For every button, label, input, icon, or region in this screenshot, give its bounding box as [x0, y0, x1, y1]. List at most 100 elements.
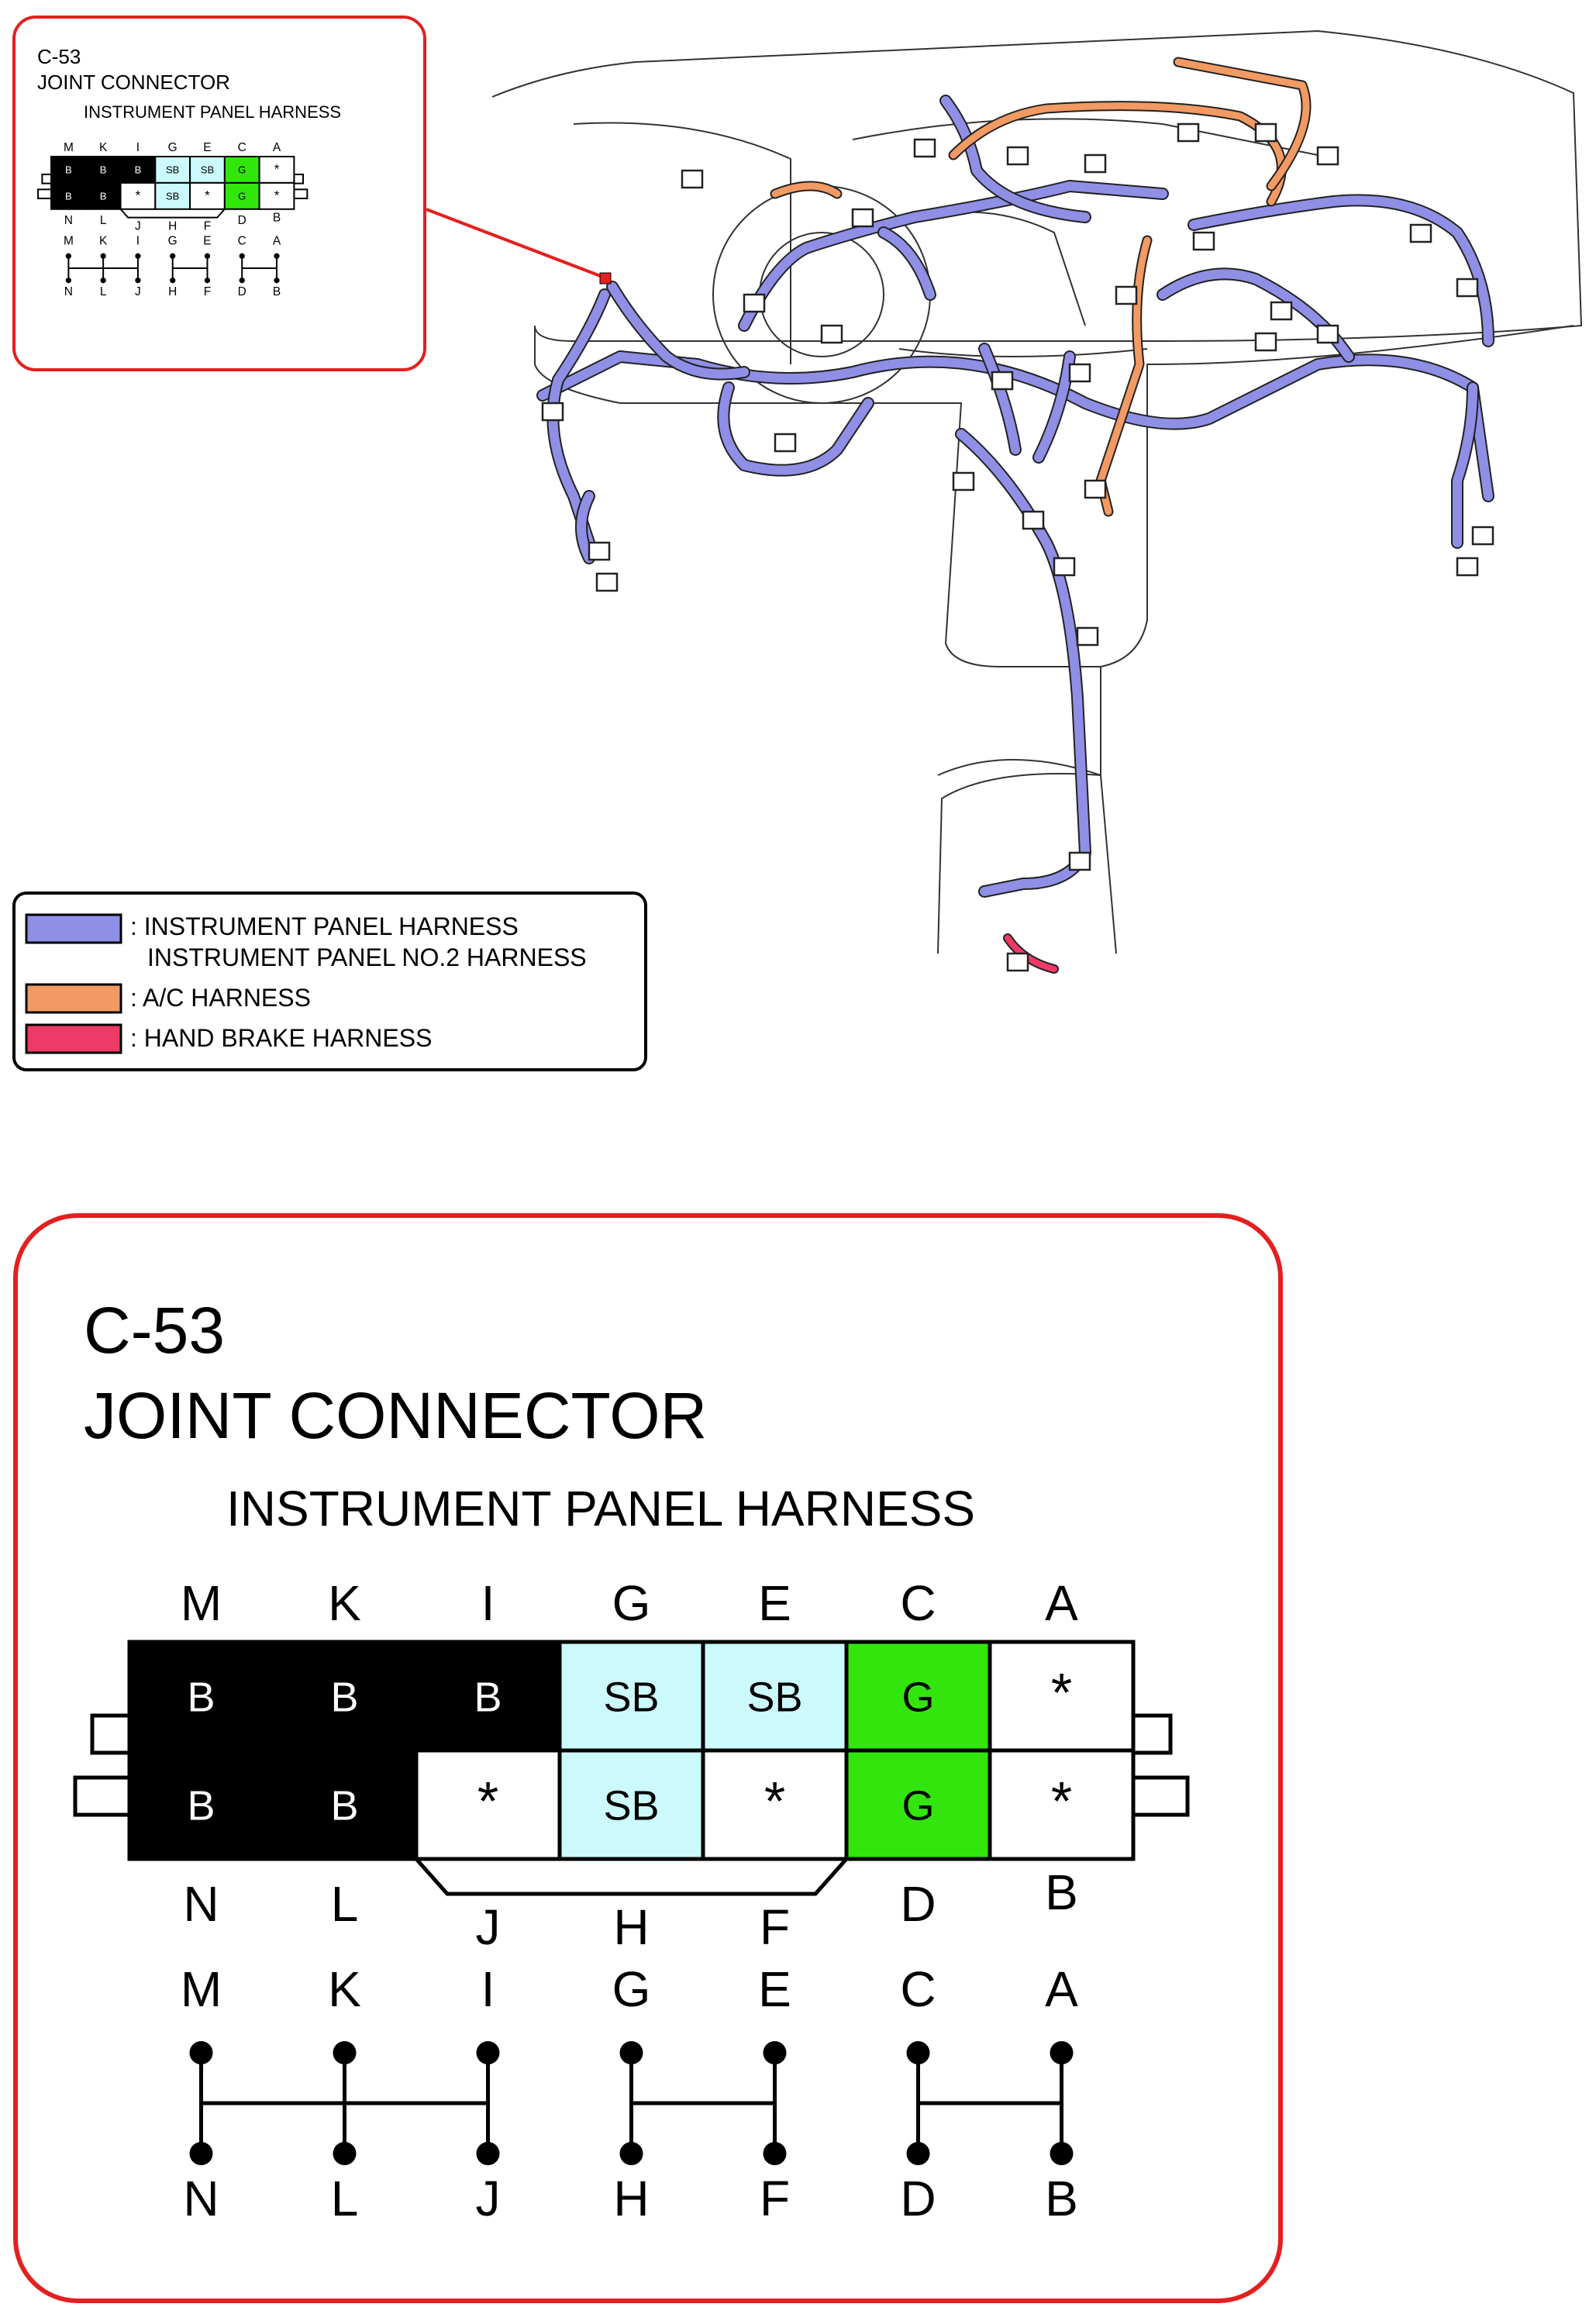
bridge-top-label-c: C [238, 235, 246, 248]
center-console-right [1100, 325, 1574, 667]
bridge-bottom-label-h: H [168, 285, 177, 298]
bridge-node [189, 2142, 213, 2165]
pin-label-n: N [183, 1876, 219, 1932]
legend-item-hb: : HAND BRAKE HARNESS [25, 1023, 432, 1054]
harness-connector [1053, 557, 1076, 577]
pin-color-i: B [135, 164, 142, 176]
bridge-bottom-label-d: D [238, 285, 246, 298]
bridge-top-label-g: G [168, 235, 178, 248]
bridge-node [65, 278, 72, 284]
pin-label-d: D [238, 214, 246, 227]
legend-item-ac: : A/C HARNESS [25, 983, 311, 1014]
bridge-top-label-e: E [203, 235, 211, 248]
bridge-bottom-label-f: F [204, 285, 211, 298]
harness-connector [1254, 332, 1277, 352]
harness-wire [719, 383, 873, 475]
bridge-top-label-i: I [136, 235, 140, 248]
pin-label-a: A [1045, 1575, 1078, 1631]
harness-connector [913, 138, 936, 158]
pin-cell-j [414, 1748, 562, 1861]
bridge-node [619, 2142, 643, 2165]
pin-cell-k [271, 1640, 419, 1753]
harness-connector [541, 402, 564, 422]
pin-label-n: N [64, 214, 73, 227]
small-connector-id: C-53 [37, 45, 81, 68]
bridge-top-label-e: E [758, 1961, 791, 2017]
bridge-node [189, 2041, 213, 2064]
pin-cell-d [223, 181, 260, 210]
harness-wire [1097, 236, 1151, 516]
harness-connector [1456, 278, 1479, 298]
pin-label-b: B [273, 211, 281, 224]
bridge-bottom-label-j: J [135, 285, 141, 298]
harness-connector [588, 541, 611, 561]
pin-color-c: G [238, 164, 246, 176]
ac-harness-lines [770, 57, 1312, 517]
harness-connector [1471, 526, 1494, 546]
connector-left-tab-lower [73, 1775, 132, 1817]
harness-connectors [541, 122, 1494, 972]
connector-right-tab-upper [1131, 1713, 1173, 1755]
pin-label-f: F [760, 1899, 790, 1955]
legend-item-ip: : INSTRUMENT PANEL HARNESS INSTRUMENT PA… [25, 912, 587, 971]
bridge-top-label-k: K [99, 235, 108, 248]
pin-cell-b [988, 1748, 1136, 1861]
pin-label-l: L [331, 1876, 359, 1932]
harness-connector [1270, 301, 1293, 321]
pin-cell-g [557, 1640, 705, 1753]
pin-color-b: * [274, 188, 280, 203]
legend-label-ac: : A/C HARNESS [130, 984, 311, 1012]
pin-color-g: SB [166, 164, 180, 176]
dashboard-outline [491, 29, 1583, 954]
bridge-bottom-label-f: F [760, 2171, 790, 2226]
pin-label-k: K [328, 1575, 361, 1631]
pin-color-a: * [274, 162, 280, 177]
bridge-node [170, 278, 176, 284]
pin-cell-e [189, 156, 226, 184]
pin-cell-l [271, 1748, 419, 1861]
connector-left-tab-lower [37, 188, 53, 199]
bridge-node [619, 2041, 643, 2064]
bridge-bottom-label-l: L [331, 2171, 359, 2226]
harness-connector [1316, 324, 1339, 344]
bridge-node [204, 253, 211, 259]
harness-connector [1192, 231, 1215, 251]
pin-label-c: C [900, 1575, 936, 1631]
pin-cell-h [154, 181, 191, 210]
harness-connector [681, 169, 704, 189]
pin-label-j: J [476, 1899, 501, 1955]
bridge-node [135, 253, 141, 259]
pin-label-f: F [204, 219, 211, 233]
bridge-top-label-a: A [1045, 1961, 1078, 2017]
harness-wire [1189, 195, 1493, 346]
pin-label-c: C [238, 141, 246, 154]
pin-color-b: * [1051, 1770, 1072, 1831]
harness-wire [957, 429, 1090, 896]
bridge-bottom-label-n: N [183, 2171, 219, 2226]
bridge-node [274, 253, 280, 259]
bridge-top-label-m: M [64, 235, 74, 248]
harness-connector [1456, 557, 1479, 577]
small-connector-name: JOINT CONNECTOR [37, 71, 230, 94]
connector-key [119, 209, 226, 219]
pin-label-h: H [168, 219, 177, 233]
bridge-top-label-i: I [481, 1961, 495, 2017]
pin-color-k: B [330, 1674, 358, 1720]
harness-connector [1316, 146, 1339, 166]
legend-label-hb: : HAND BRAKE HARNESS [130, 1024, 432, 1052]
pin-color-g: SB [603, 1674, 659, 1720]
pin-label-k: K [99, 141, 108, 154]
pin-color-d: G [238, 191, 246, 202]
harness-connector [991, 371, 1014, 391]
bridge-bottom-label-n: N [64, 285, 73, 298]
legend-swatch-ac [25, 983, 122, 1014]
bridge-node [333, 2142, 357, 2165]
connector-name: JOINT CONNECTOR [84, 1379, 707, 1452]
pin-cell-d [844, 1748, 992, 1861]
legend-label-ip: : INSTRUMENT PANEL HARNESS [130, 912, 519, 940]
pin-color-c: G [901, 1674, 934, 1720]
harness-connector [1084, 479, 1107, 499]
bridge-node [100, 253, 106, 259]
